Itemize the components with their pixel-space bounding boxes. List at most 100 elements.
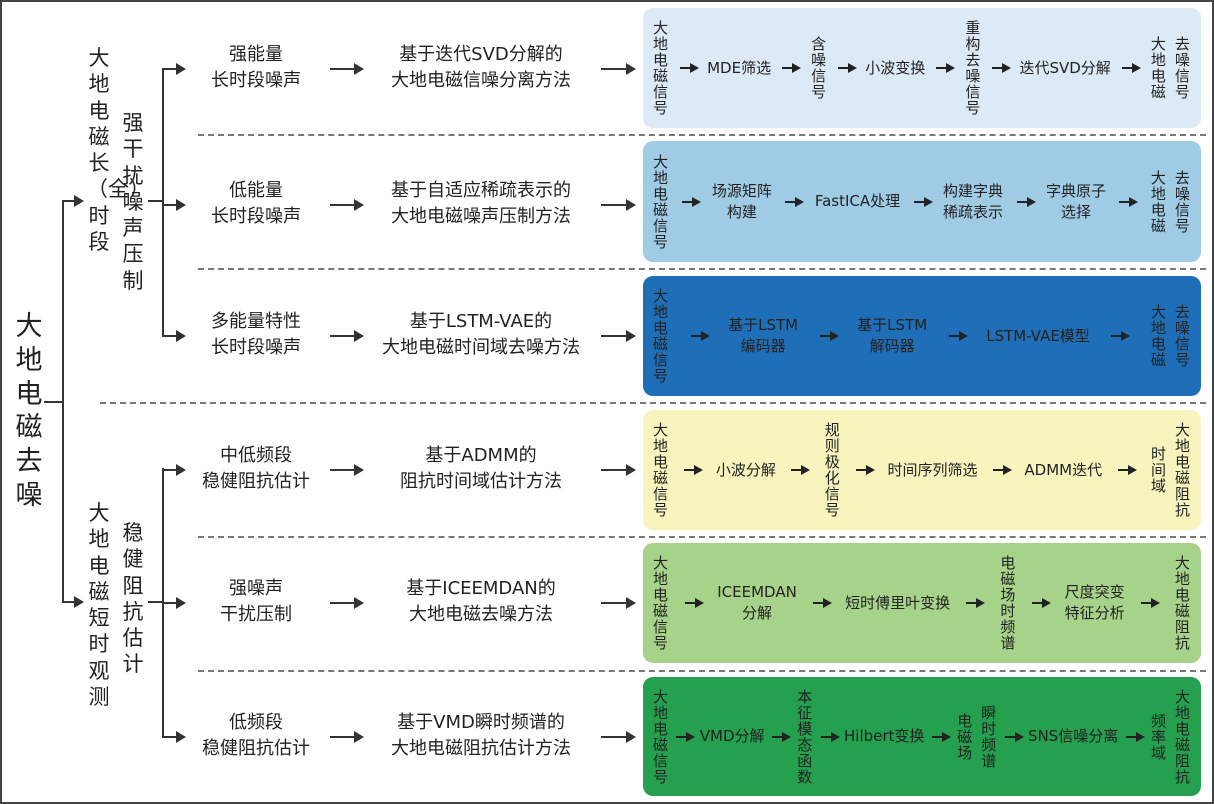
process-step: 大地电磁信号 [651,688,669,785]
arrow-icon [936,63,956,73]
arrow [162,63,186,75]
process-step: 构建字典 稀疏表示 [943,181,1004,221]
process-step: 大地电磁去噪信号 [1149,170,1191,234]
method-label: 基于VMD瞬时频谱的 大地电磁阻抗估计方法 [391,712,571,759]
process-step: VMD分解 [699,727,765,745]
arrow-icon [782,63,802,73]
branch-2-subtitle: 稳健阻抗估计 [122,521,144,677]
arrow-icon [812,598,832,608]
process-step-column: 去噪信号 [1172,304,1191,368]
arrow-icon [1117,465,1137,475]
arrow [162,464,186,476]
arrow-icon [685,598,705,608]
noise-type-label: 低能量 长时段噪声 [211,180,301,227]
divider [100,402,1206,404]
process-step: Hilbert变换 [844,727,925,745]
divider [198,268,1206,270]
arrow [62,195,84,207]
arrow-icon [1032,598,1052,608]
branch-1-subtitle: 强干扰噪声压制 [122,111,144,293]
noise-type-label: 强噪声 干扰压制 [220,578,292,625]
process-step: MDE筛选 [707,58,772,77]
arrow [601,597,636,609]
arrow [162,330,186,342]
process-step: 时间域大地电磁阻抗 [1149,422,1191,518]
arrow [330,731,364,743]
arrow [62,596,84,608]
branch-1-bracket [162,68,164,336]
process-step: 重构去噪信号 [963,20,982,116]
divider [198,536,1206,538]
process-step: 频率域大地电磁阻抗 [1149,689,1191,785]
process-step: 时间序列筛选 [887,460,978,479]
arrow-icon [819,331,839,341]
branch-2-connector [148,601,163,603]
noise-type-label: 多能量特性 长时段噪声 [211,311,301,358]
root-connector [44,401,63,403]
process-step-column: 瞬时频谱 [979,704,998,769]
arrow-icon [785,196,805,207]
arrow-icon [1140,598,1160,608]
process-step: 电磁场时频谱 [998,555,1017,651]
arrow [330,464,364,476]
process-step-column: 时间域 [1148,446,1167,494]
process-step: 基于LSTM 解码器 [857,316,928,355]
arrow-icon [682,196,702,207]
divider [198,670,1206,672]
process-step: 大地电磁去噪信号 [1149,304,1191,368]
process-step: 尺度突变 特征分析 [1064,583,1125,622]
process-step: 小波变换 [865,58,926,77]
process-step: 大地电磁信号 [651,20,669,116]
arrow-icon [676,731,696,742]
arrow-icon [791,465,811,475]
arrow-icon [1119,196,1139,207]
arrow-icon [1125,731,1145,742]
root-node: 大地电磁去噪 [15,311,43,511]
arrow-icon [913,196,933,207]
process-step: 大地电磁阻抗 [1172,555,1191,651]
process-step: 大地电磁去噪信号 [1149,36,1191,100]
process-step-column: 去噪信号 [1172,36,1191,100]
noise-type-label: 低频段 稳健阻抗估计 [202,712,310,759]
process-step: FastICA处理 [814,192,901,210]
branch-1-connector [148,200,163,202]
process-step-column: 大地电磁 [1148,304,1167,368]
process-step: 迭代SVD分解 [1019,58,1111,77]
divider [198,134,1206,136]
arrow [601,199,636,211]
branch-2-title: 大地电磁短时观测 [88,501,110,709]
process-step: 规则极化信号 [822,422,841,518]
process-step: 大地电磁信号 [651,153,669,250]
process-step-column: 频率域 [1148,712,1167,761]
arrow-icon [931,731,951,742]
method-label: 基于ICEEMDAN的 大地电磁去噪方法 [406,578,556,625]
process-step: 本征模态函数 [795,688,814,785]
arrow-icon [1016,196,1036,207]
arrow-icon [856,465,876,475]
root-bracket [62,200,64,602]
arrow-icon [690,331,710,341]
process-step: 大地电磁信号 [651,422,669,518]
process-step: 含噪信号 [809,36,828,100]
process-step: 电磁场瞬时频谱 [955,705,997,769]
process-step: ICEEMDAN 分解 [717,583,797,622]
arrow [330,597,364,609]
method-label: 基于LSTM-VAE的 大地电磁时间域去噪方法 [382,311,580,358]
noise-type-label: 中低频段 稳健阻抗估计 [202,445,310,492]
arrow [601,731,636,743]
arrow [601,330,636,342]
process-step: LSTM-VAE模型 [986,326,1090,345]
arrow-icon [771,731,791,742]
arrow [330,63,364,75]
arrow-icon [680,63,700,73]
method-label: 基于ADMM的 阻抗时间域估计方法 [400,445,562,492]
process-step-column: 大地电磁阻抗 [1172,422,1191,518]
arrow [330,199,364,211]
process-step: 短时傅里叶变换 [845,593,951,612]
process-step-column: 大地电磁阻抗 [1172,688,1191,785]
